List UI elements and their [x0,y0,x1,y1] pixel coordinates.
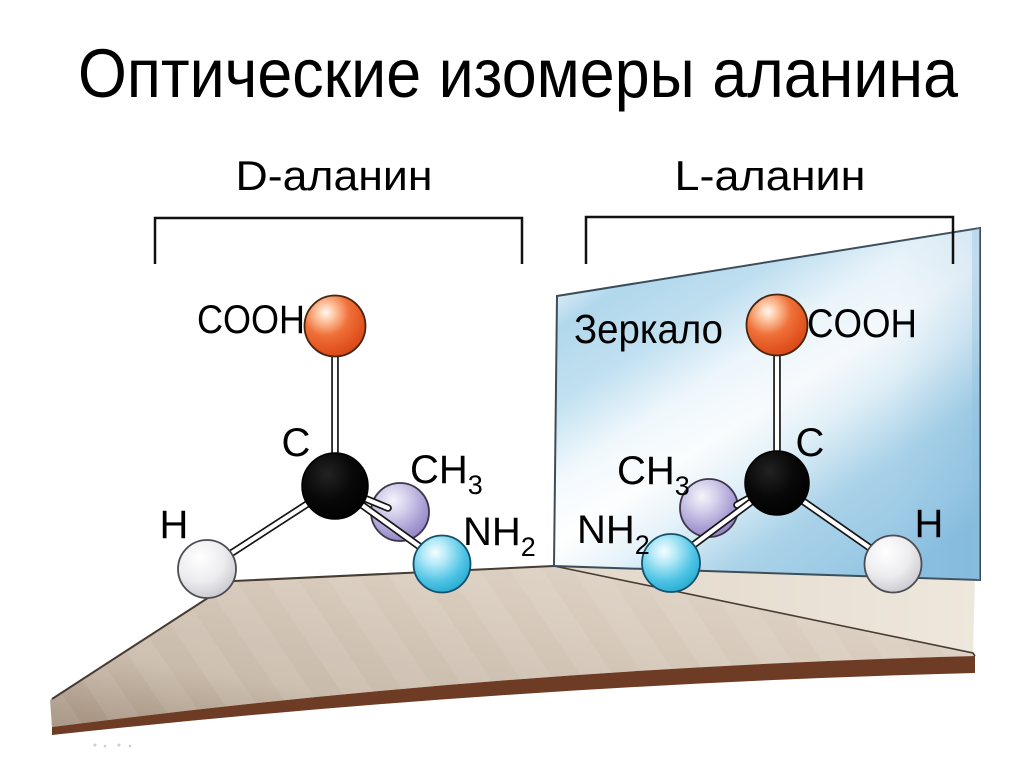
left-molecule: COOH C CH3 NH2 H [160,294,536,599]
left-h-label: H [160,503,189,547]
mirror-glass-tint [554,228,980,580]
right-cooh-label: COOH [807,302,917,346]
table-crease-line [553,565,976,657]
right-molecule: COOH C CH3 NH2 H [577,293,944,594]
left-amino-ball [412,534,472,594]
right-bracket [584,215,955,264]
speckle-dot [128,744,132,748]
left-c-label: C [282,421,311,465]
mirror-panel: Зеркало [552,226,981,582]
slide-title: Оптические изомеры аланина [78,35,959,112]
right-amino-ball [641,533,701,593]
right-hydrogen-ball [863,534,923,594]
mirror-label: Зеркало [574,306,723,352]
table [50,565,976,748]
right-ch3-label: CH3 [617,449,690,501]
mirror-edge-thickness [972,228,980,580]
speckle-dot [117,743,121,747]
right-carboxyl-ball [745,293,809,357]
right-molecule-name: L-аланин [675,152,866,199]
table-stripes [50,566,975,727]
left-bracket [153,216,524,264]
right-c-label: C [796,421,825,465]
left-carbon-ball [301,452,369,520]
right-nh2-label: NH2 [577,508,650,560]
left-hydrogen-ball [177,539,237,599]
speckle-dot [93,743,97,747]
speckles [93,743,132,748]
left-carboxyl-ball [303,294,367,358]
left-molecule-name: D-аланин [236,152,433,199]
right-h-label: H [915,502,944,546]
right-carbon-ball [744,450,810,516]
table-front-edge [52,656,975,735]
left-ch3-label: CH3 [410,448,483,500]
left-nh2-label: NH2 [463,510,536,562]
left-cooh-label: COOH [197,298,305,342]
speckle-dot [103,744,107,748]
